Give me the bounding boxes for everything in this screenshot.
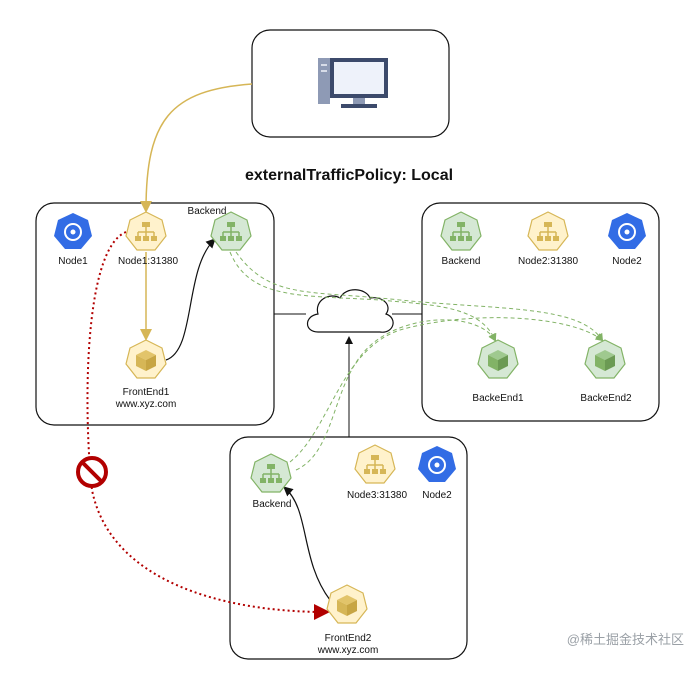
backeend2-label: BackeEnd2 bbox=[580, 393, 632, 404]
frontend-pod-icon bbox=[125, 339, 167, 379]
backend-pod-icon bbox=[584, 339, 626, 379]
diagram-title: externalTrafficPolicy: Local bbox=[244, 167, 454, 184]
backend-service-icon bbox=[440, 211, 482, 251]
frontend1-url-label: www.xyz.com bbox=[115, 399, 177, 410]
edge-frontend2-to-backend bbox=[283, 486, 331, 601]
edge-blocked-node1-to-frontend2 bbox=[86, 231, 330, 620]
node1-backend-label: Backend bbox=[187, 206, 227, 217]
kubernetes-icon bbox=[418, 446, 456, 482]
edge-frontend1-to-backend bbox=[165, 238, 216, 361]
frontend2-url-label: www.xyz.com bbox=[317, 645, 379, 656]
desktop-computer-icon bbox=[318, 58, 388, 108]
backeend1-label: BackeEnd1 bbox=[472, 393, 524, 404]
kubernetes-icon bbox=[608, 213, 646, 249]
node3-port-label: Node3:31380 bbox=[346, 490, 408, 501]
kubernetes-icon bbox=[54, 213, 92, 249]
edge-backend3-to-backeend2 bbox=[289, 317, 604, 463]
frontend1-name-label: FrontEnd1 bbox=[122, 387, 170, 398]
node1-k8s-label: Node1 bbox=[58, 256, 88, 267]
no-entry-icon bbox=[76, 456, 108, 488]
node2-backend-label: Backend bbox=[441, 256, 481, 267]
node1-port-label: Node1:31380 bbox=[117, 256, 179, 267]
frontend2-name-label: FrontEnd2 bbox=[324, 633, 372, 644]
node3-backend-label: Backend bbox=[252, 499, 292, 510]
watermark-text: @稀土掘金技术社区 bbox=[566, 632, 684, 647]
backend-service-icon bbox=[210, 211, 252, 251]
node3-k8s-label: Node2 bbox=[422, 490, 452, 501]
backend-pod-icon bbox=[477, 339, 519, 379]
node2-k8s-label: Node2 bbox=[612, 256, 642, 267]
edge-client-to-node1 bbox=[140, 83, 253, 213]
service-port-icon bbox=[354, 444, 396, 484]
edge-backend1-to-backeend2 bbox=[235, 251, 604, 342]
backend-service-icon bbox=[250, 453, 292, 493]
service-port-icon bbox=[125, 211, 167, 251]
service-port-icon bbox=[527, 211, 569, 251]
node2-port-label: Node2:31380 bbox=[517, 256, 579, 267]
network-cloud-icon bbox=[306, 289, 394, 333]
frontend-pod-icon bbox=[326, 584, 368, 624]
